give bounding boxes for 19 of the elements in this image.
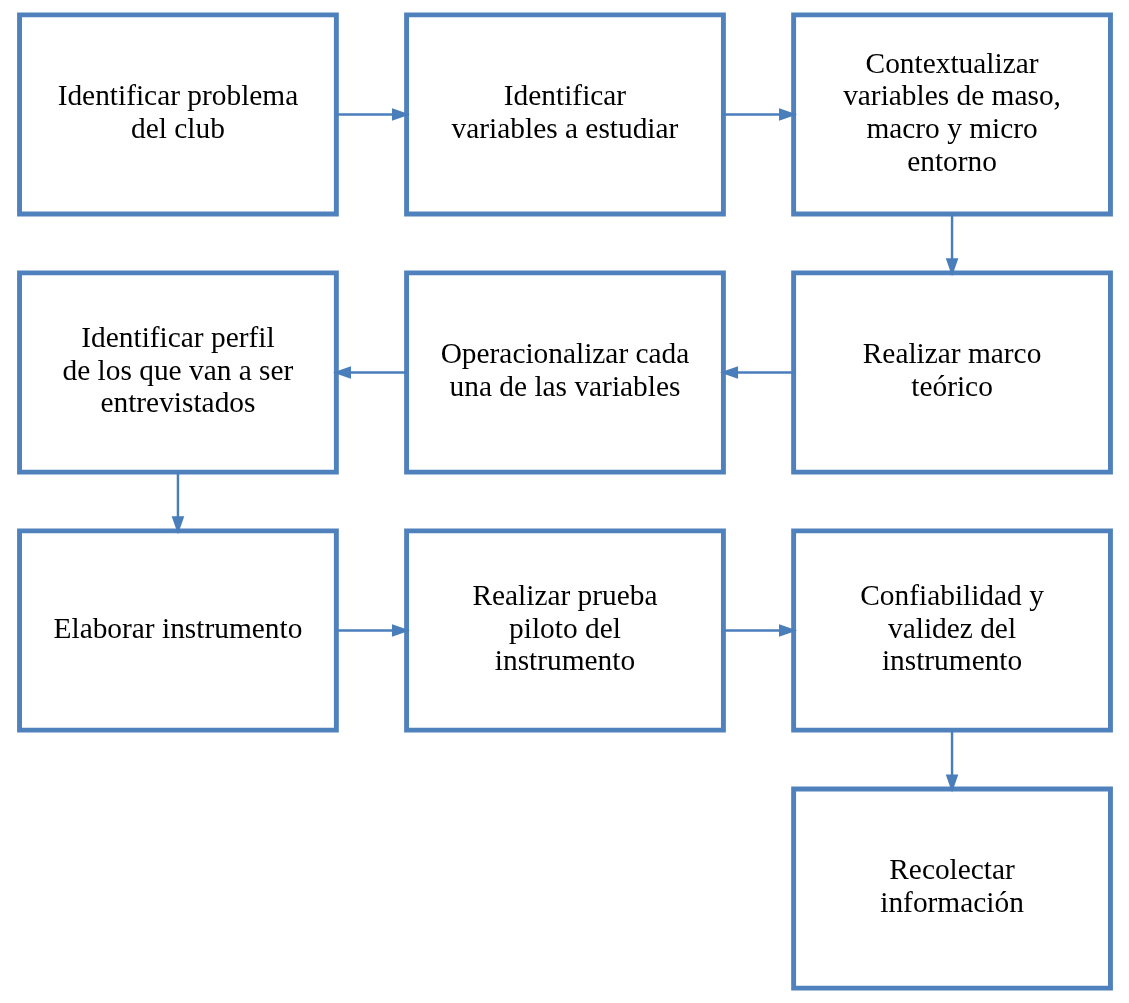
node-box: Identificar variables a estudiar: [403, 12, 726, 217]
node-box: Operacionalizar cada una de las variables: [403, 270, 726, 475]
node-box: Identificar problema del club: [16, 12, 339, 217]
arrow: [336, 108, 410, 121]
node-box: Confiabilidad y validez del instrumento: [790, 528, 1113, 733]
node-box: Identificar perfil de los que van a ser entrevistados: [16, 270, 339, 475]
arrow: [336, 624, 410, 637]
arrow: [332, 366, 406, 379]
node-box: Realizar marco teórico: [790, 270, 1113, 475]
arrow: [945, 730, 958, 793]
arrow: [723, 624, 797, 637]
node-box: Realizar prueba piloto del instrumento: [403, 528, 726, 733]
node-box: Recolectar información: [790, 786, 1113, 991]
arrow: [719, 366, 793, 379]
node-box: Contextualizar variables de maso, macro y micro entorno: [790, 12, 1113, 217]
arrow: [723, 108, 797, 121]
node-box: Elaborar instrumento: [16, 528, 339, 733]
arrow: [171, 472, 184, 535]
arrow: [945, 214, 958, 277]
